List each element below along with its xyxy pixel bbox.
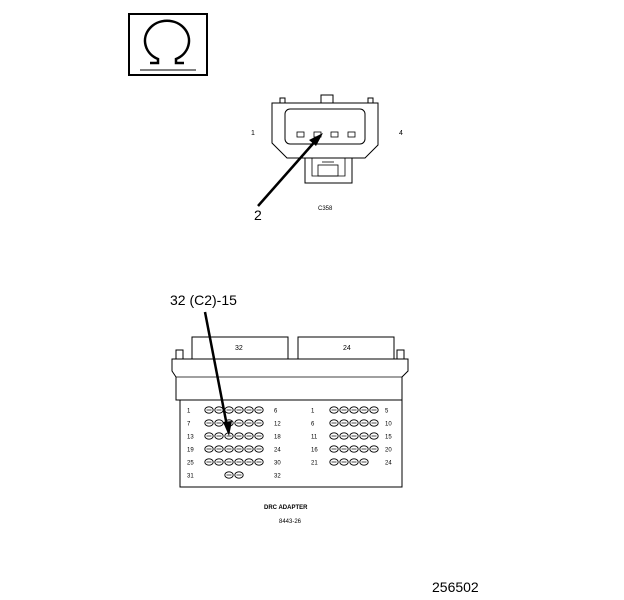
right-block-row-label-right: 10 — [385, 422, 392, 428]
right-block-row-label-right: 15 — [385, 435, 392, 441]
right-block-row-label-right: 5 — [385, 409, 389, 415]
right-block-row-label-right: 20 — [385, 448, 392, 454]
pin-label-1: 1 — [251, 130, 255, 137]
left-block-row-label-right: 24 — [274, 448, 281, 454]
left-block-row-label-left: 7 — [187, 422, 191, 428]
figure-id: 256502 — [432, 579, 479, 595]
header-label-left: 32 — [235, 345, 243, 352]
left-block-row-label-right: 6 — [274, 409, 278, 415]
left-block-row-label-right: 32 — [274, 474, 281, 480]
right-block-row-label-left: 6 — [311, 422, 315, 428]
left-block-row-label-left: 13 — [187, 435, 194, 441]
pin-label-4: 4 — [399, 130, 403, 137]
left-block-row-label-right: 12 — [274, 422, 281, 428]
ohmmeter-icon — [128, 13, 208, 76]
left-block-row-label-left: 25 — [187, 461, 194, 467]
callout-arrow-2 — [257, 133, 323, 207]
right-block-row-label-left: 16 — [311, 448, 318, 454]
left-block-row-label-right: 30 — [274, 461, 281, 467]
left-block-row-label-left: 19 — [187, 448, 194, 454]
right-block-row-label-left: 21 — [311, 461, 318, 467]
header-label-right: 24 — [343, 345, 351, 352]
callout-label-2: 2 — [254, 207, 262, 223]
left-block-row-label-left: 1 — [187, 409, 191, 415]
callout-label-32-c2-15: 32 (C2)-15 — [170, 292, 237, 308]
right-block-row-label-right: 24 — [385, 461, 392, 467]
sensor-connector — [271, 94, 379, 184]
right-block-row-label-left: 11 — [311, 435, 318, 441]
left-block-row-label-left: 31 — [187, 474, 194, 480]
adapter-title: DRC ADAPTER — [264, 505, 308, 511]
right-block-row-label-left: 1 — [311, 409, 315, 415]
callout-arrow-32-c2-15 — [203, 311, 232, 436]
connector-name: C358 — [318, 206, 333, 212]
adapter-part-number: 8443-26 — [279, 519, 302, 525]
left-block-row-label-right: 18 — [274, 435, 281, 441]
drc-adapter — [171, 336, 409, 488]
